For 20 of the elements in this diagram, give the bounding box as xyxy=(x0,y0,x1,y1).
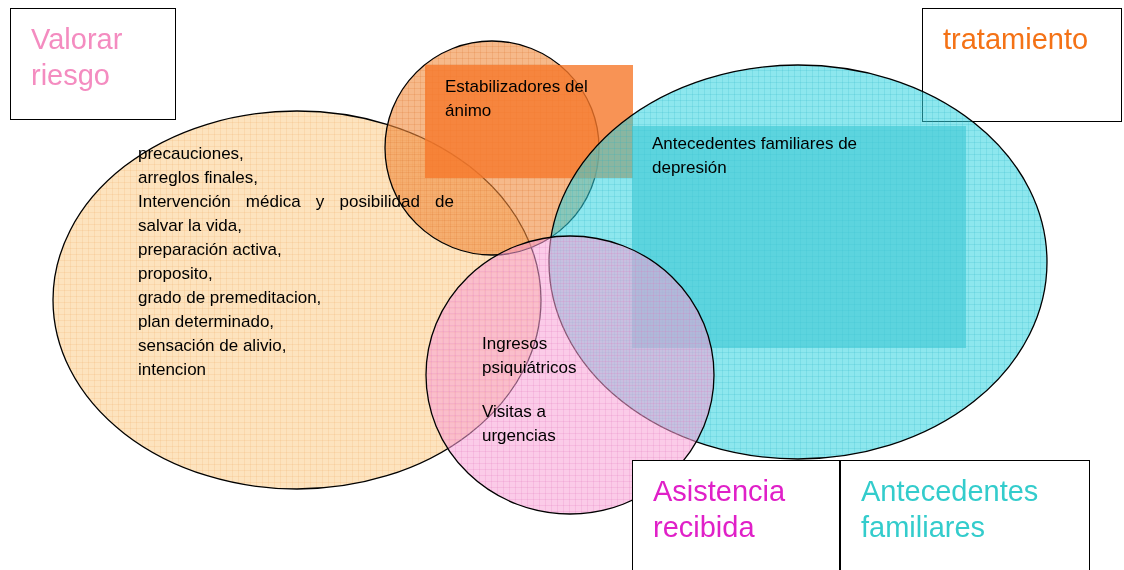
item-text: precauciones, xyxy=(138,143,245,165)
item-text: grado de premeditacion, xyxy=(138,287,323,309)
category-title: Valorar riesgo xyxy=(31,22,124,93)
label-box xyxy=(840,460,1090,570)
item-text: Estabilizadores del ánimo xyxy=(445,76,589,122)
item-text: Antecedentes familiares de depresión xyxy=(652,133,859,179)
category-title: tratamiento xyxy=(943,22,1090,57)
label-box xyxy=(922,8,1122,122)
item-text: sensación de alivio, xyxy=(138,335,288,357)
category-title: Asistencia recibida xyxy=(653,474,787,545)
item-text: proposito, xyxy=(138,263,214,285)
item-text: Visitas a urgencias xyxy=(482,401,557,447)
label-box xyxy=(632,460,840,570)
item-text: Ingresos psiquiátricos xyxy=(482,333,578,379)
item-text: plan determinado, xyxy=(138,311,276,333)
item-text: arreglos finales, xyxy=(138,167,259,189)
category-title: Antecedentes familiares xyxy=(861,474,1040,545)
item-text: intencion xyxy=(138,359,208,381)
item-text: preparación activa, xyxy=(138,239,283,261)
label-box xyxy=(10,8,176,120)
